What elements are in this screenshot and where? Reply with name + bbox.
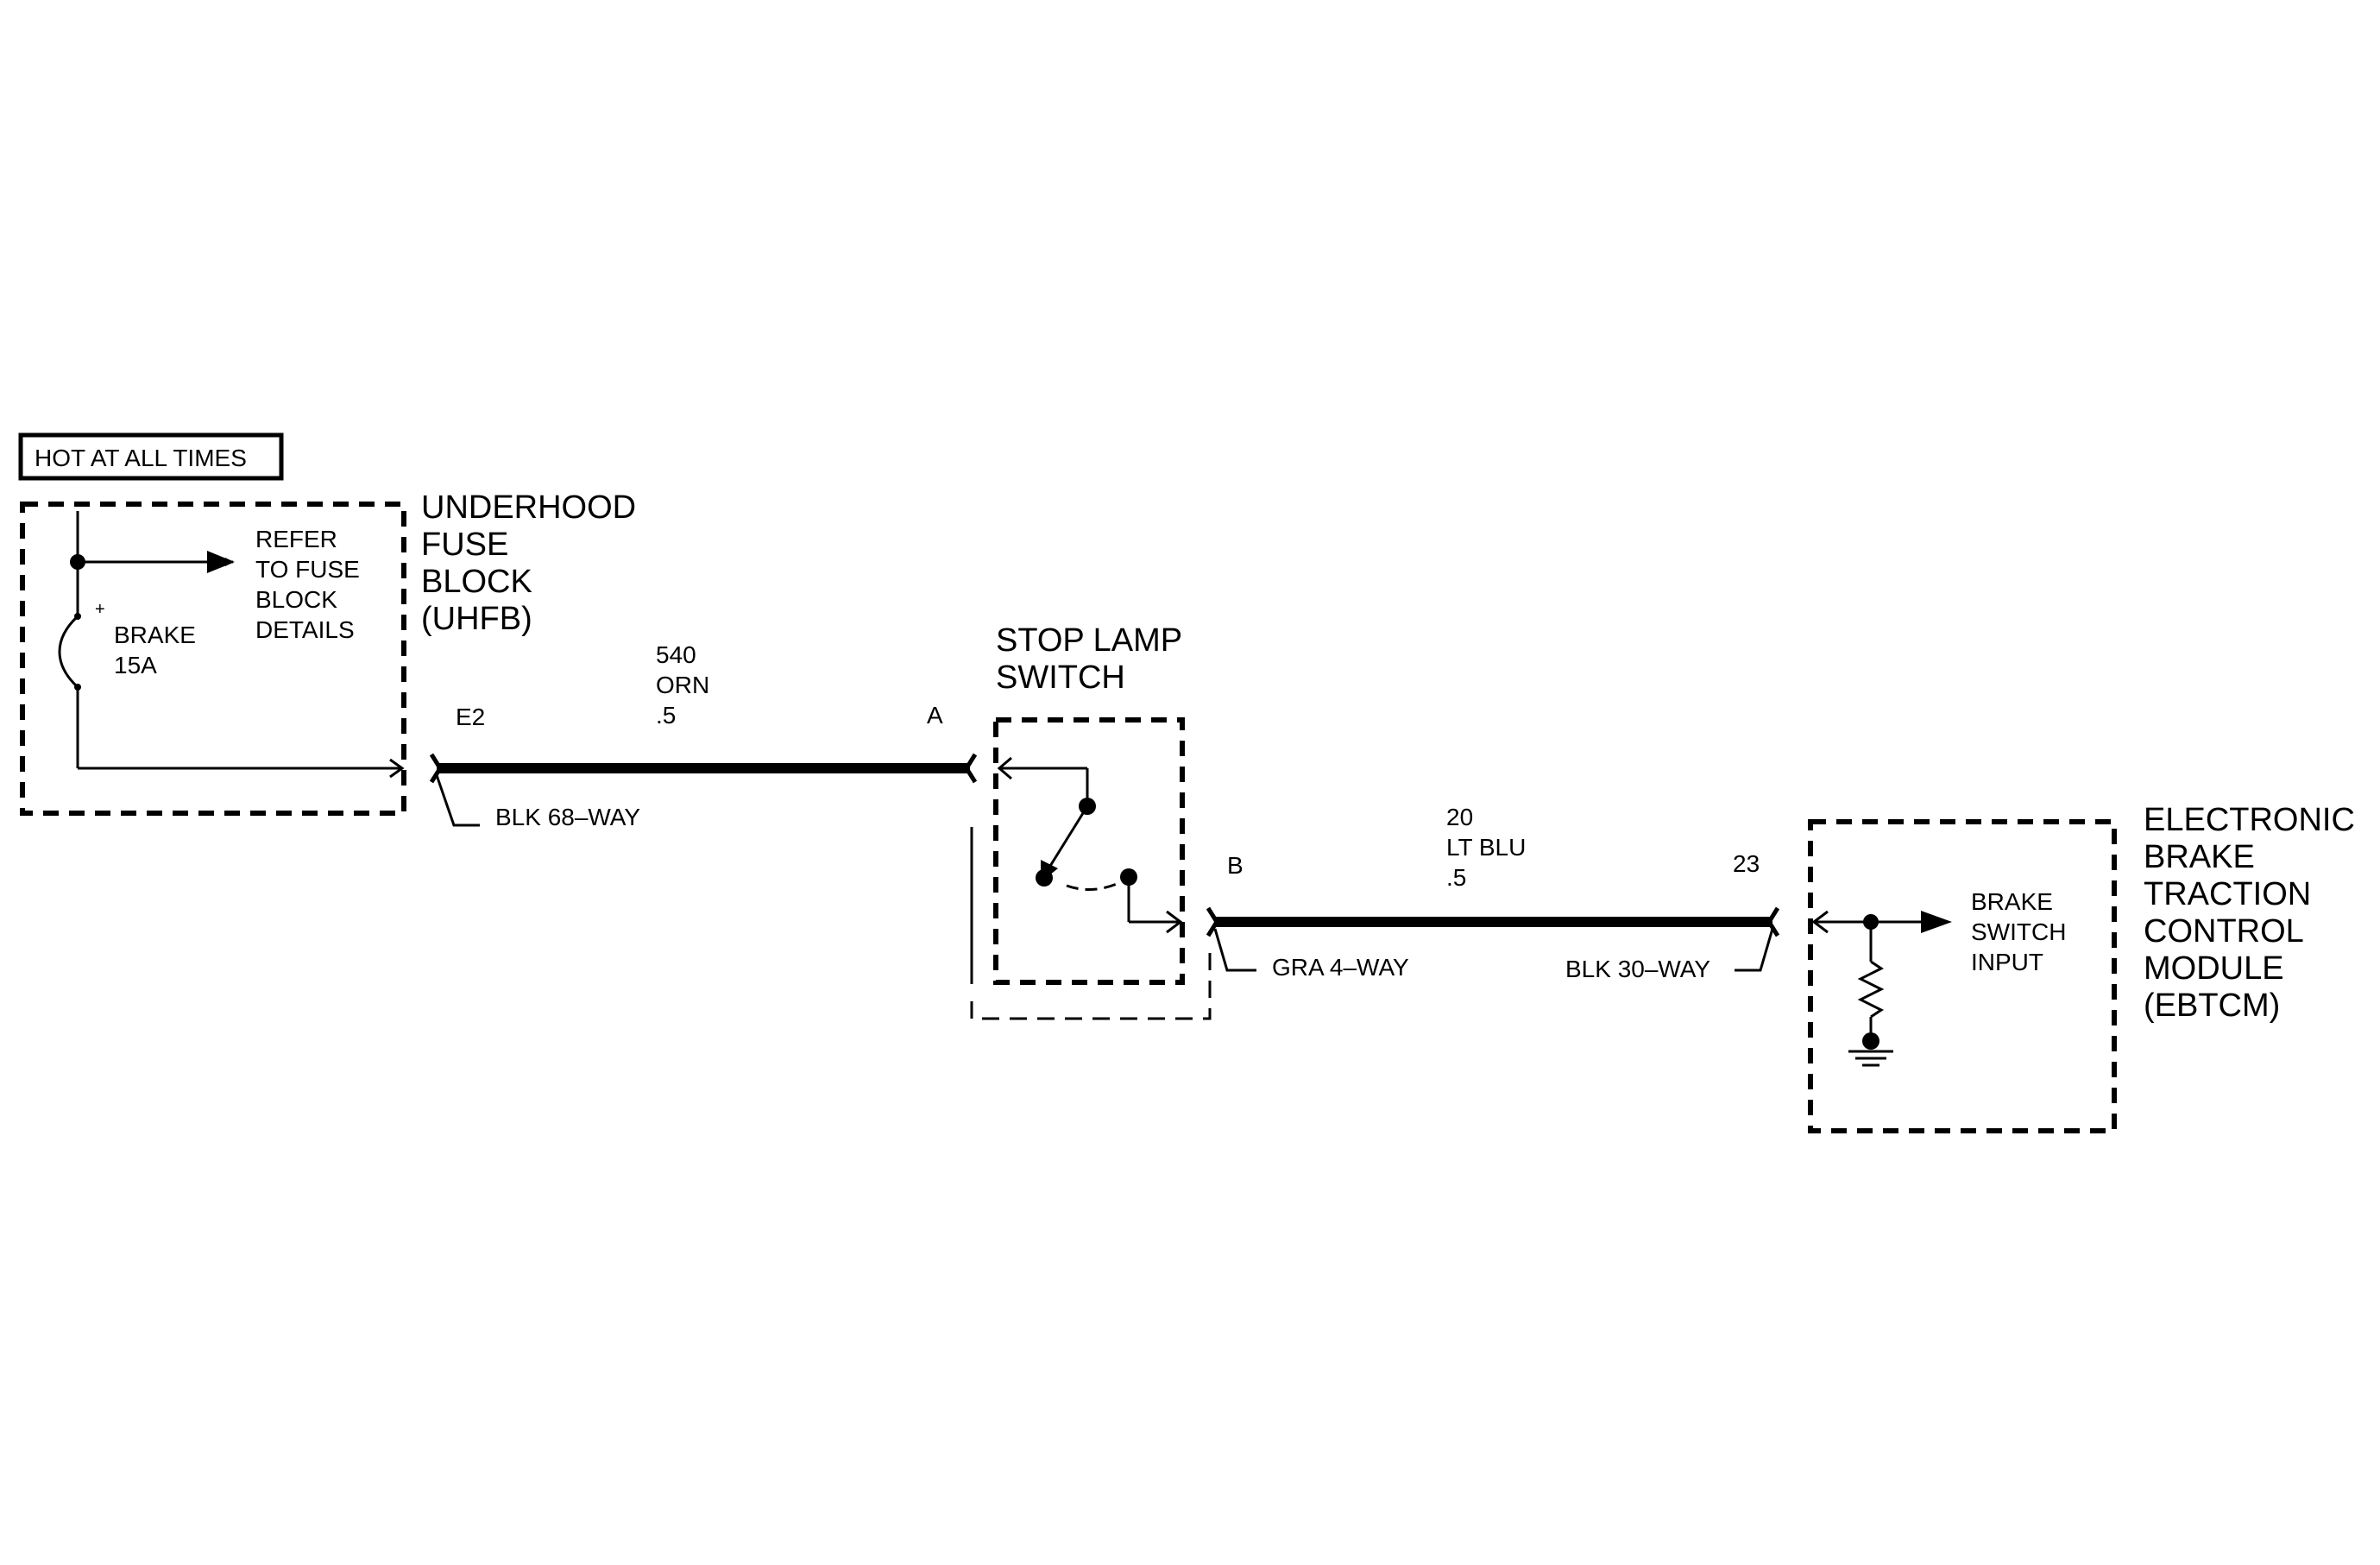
female-terminal-icon	[389, 758, 405, 779]
connector-4way-label: GRA 4–WAY	[1272, 954, 1409, 981]
switch-connector-bracket	[970, 950, 1212, 1020]
ground-dot	[1862, 1032, 1879, 1050]
terminal-a-label: A	[927, 702, 943, 729]
underhood-fuse-block: UNDERHOOD FUSE BLOCK (UHFB) + BRAKE 15A …	[20, 489, 645, 816]
refer-arrowhead	[207, 551, 235, 573]
wire-540: E2 A 540 ORN .5 BLK 68–WAY	[429, 641, 978, 830]
wire-540-spec: 540 ORN .5	[656, 641, 716, 729]
fuse-block-outline	[20, 502, 406, 816]
switch-blade	[1046, 805, 1089, 871]
terminal-b-label: B	[1227, 852, 1244, 879]
wire-20-spec: 20 LT BLU .5	[1446, 804, 1533, 891]
male-terminal-a	[964, 753, 978, 784]
ground-icon	[1848, 1050, 1893, 1067]
power-source: HOT AT ALL TIMES	[18, 432, 284, 481]
ebtcm-module: ELECTRONIC BRAKE TRACTION CONTROL MODULE…	[1808, 802, 2364, 1133]
terminal-23-label: 23	[1733, 850, 1760, 877]
connector-68way-leader	[435, 774, 480, 827]
fuse-block-name: UNDERHOOD FUSE BLOCK (UHFB)	[421, 489, 645, 637]
switch-contact-open	[1036, 869, 1053, 887]
connector-68way-label: BLK 68–WAY	[495, 804, 640, 830]
male-terminal-e2	[429, 753, 443, 784]
power-label-box	[18, 432, 284, 481]
male-terminal-23	[1766, 906, 1780, 937]
ebtcm-name: ELECTRONIC BRAKE TRACTION CONTROL MODULE…	[2144, 802, 2364, 1024]
connector-4way-leader	[1213, 928, 1256, 972]
ebtcm-input-arrowhead	[1921, 911, 1952, 933]
connector-30way-label: BLK 30–WAY	[1565, 956, 1710, 982]
power-label: HOT AT ALL TIMES	[35, 445, 247, 471]
female-terminal-b-icon	[1166, 910, 1183, 934]
fuse-label: BRAKE 15A	[114, 622, 203, 678]
fuse-polarity: +	[95, 600, 105, 619]
wire-20: B 23 20 LT BLU .5 GRA 4–WAY BLK 30–WAY	[1206, 804, 1780, 982]
switch-actuator-link	[1066, 882, 1118, 891]
terminal-e2-label: E2	[456, 704, 485, 730]
male-terminal-b	[1206, 906, 1219, 937]
stop-lamp-switch-name: STOP LAMP SWITCH	[996, 622, 1191, 696]
refer-note: REFER TO FUSE BLOCK DETAILS	[255, 526, 367, 643]
switch-outline	[993, 717, 1185, 985]
brake-switch-input-label: BRAKE SWITCH INPUT	[1971, 888, 2073, 975]
stop-lamp-switch: STOP LAMP SWITCH	[970, 622, 1212, 1020]
ebtcm-outline	[1808, 819, 2117, 1133]
resistor-icon	[1857, 960, 1885, 1019]
connector-30way-leader	[1735, 928, 1774, 972]
fuse-icon	[58, 615, 79, 689]
